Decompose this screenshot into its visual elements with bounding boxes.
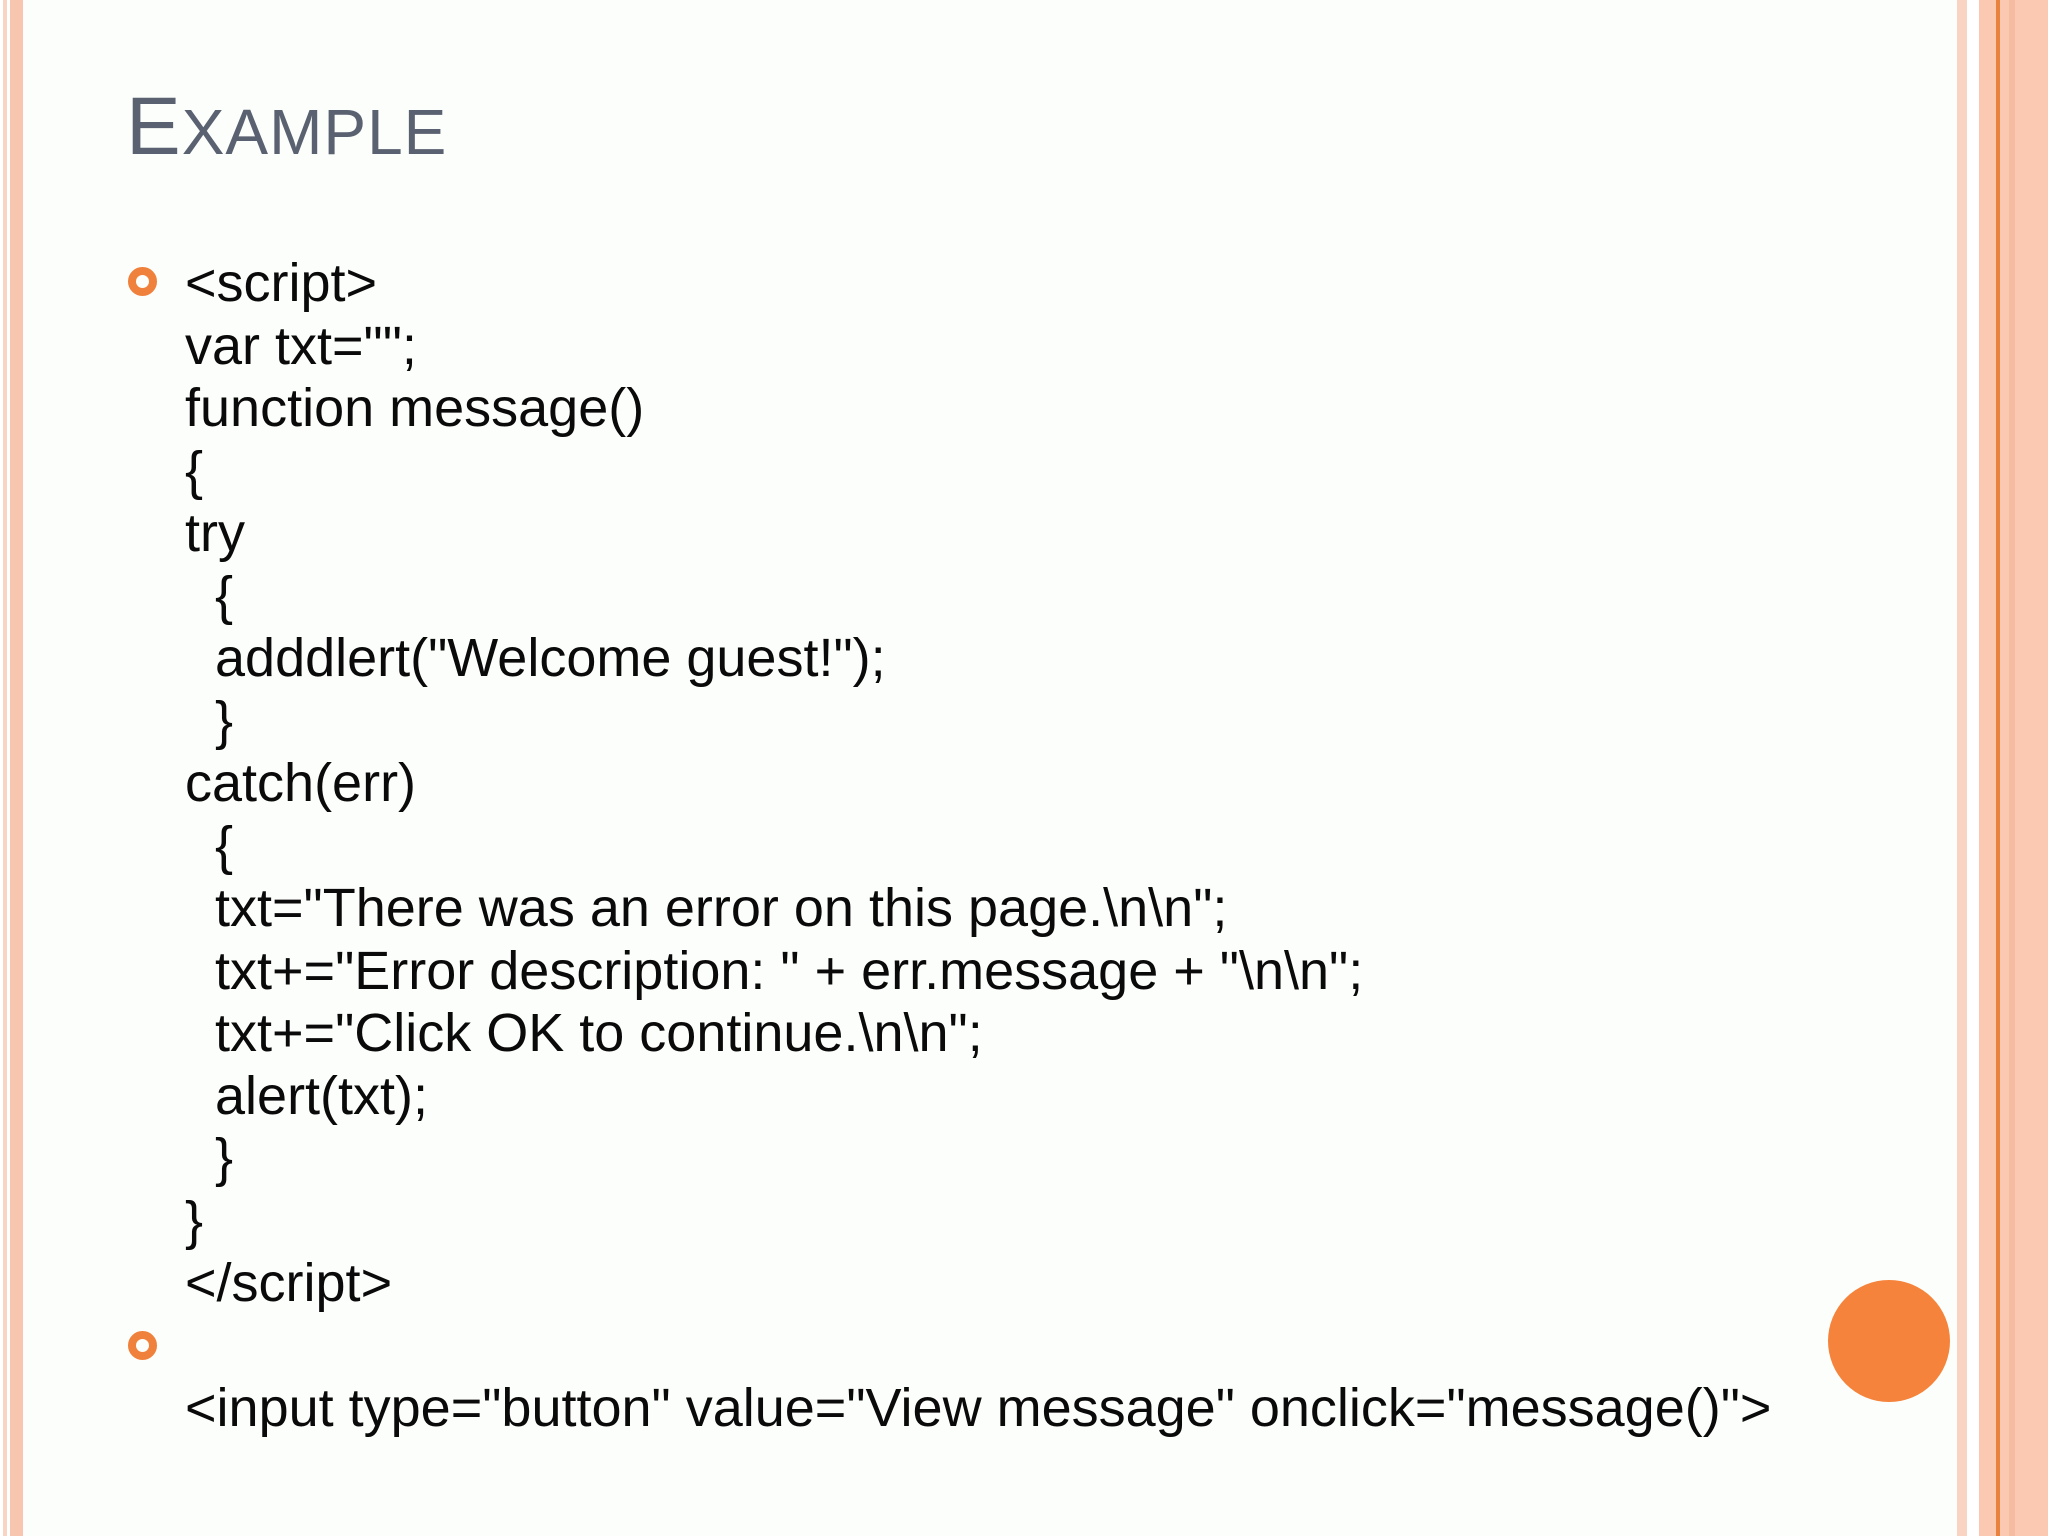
left-border-thin-stripe	[3, 0, 7, 1536]
code-line: {	[185, 565, 234, 626]
code-line: txt+="Error description: " + err.message…	[185, 940, 1364, 1001]
code-block: <script> var txt=""; function message() …	[185, 252, 1363, 1315]
right-border-accent-line	[1996, 0, 2000, 1536]
code-line: var txt="";	[185, 315, 417, 376]
right-border-gap	[1967, 0, 1979, 1536]
code-line: }	[185, 1128, 234, 1188]
code-closing-line: <input type="button" value="View message…	[185, 1378, 1772, 1438]
page-title-first-letter: E	[126, 81, 182, 172]
left-border-edge	[0, 0, 3, 1536]
code-line: <script>	[185, 253, 378, 313]
code-line: }	[185, 1190, 204, 1251]
bullet-circle-icon	[128, 267, 157, 296]
code-line: try	[185, 503, 245, 563]
code-line: {	[185, 440, 204, 501]
code-line-part: ipt>	[303, 1253, 393, 1313]
code-line-part: </scr	[185, 1253, 304, 1313]
right-border-dark-stripe	[2009, 0, 2015, 1536]
code-line: {	[185, 815, 234, 876]
left-border-main-stripe	[10, 0, 23, 1536]
page-title-rest: XAMPLE	[181, 96, 448, 168]
code-line: }	[185, 690, 234, 751]
page-title: EXAMPLE	[126, 86, 447, 168]
code-line: function message()	[185, 378, 645, 438]
code-line: txt+="Click OK to continue.\n\n";	[185, 1003, 983, 1063]
code-line: alert(txt);	[185, 1065, 429, 1126]
bullet-circle-icon	[128, 1331, 157, 1360]
code-line: adddlert("Welcome guest!");	[185, 628, 886, 688]
code-line: catch(err)	[185, 753, 417, 813]
right-border-thin-stripe	[1957, 0, 1967, 1536]
code-line: </script>	[185, 1252, 1363, 1315]
orange-circle-decoration	[1828, 1280, 1950, 1402]
code-line: txt="There was an error on this page.\n\…	[185, 878, 1228, 938]
left-border-gap	[7, 0, 10, 1536]
